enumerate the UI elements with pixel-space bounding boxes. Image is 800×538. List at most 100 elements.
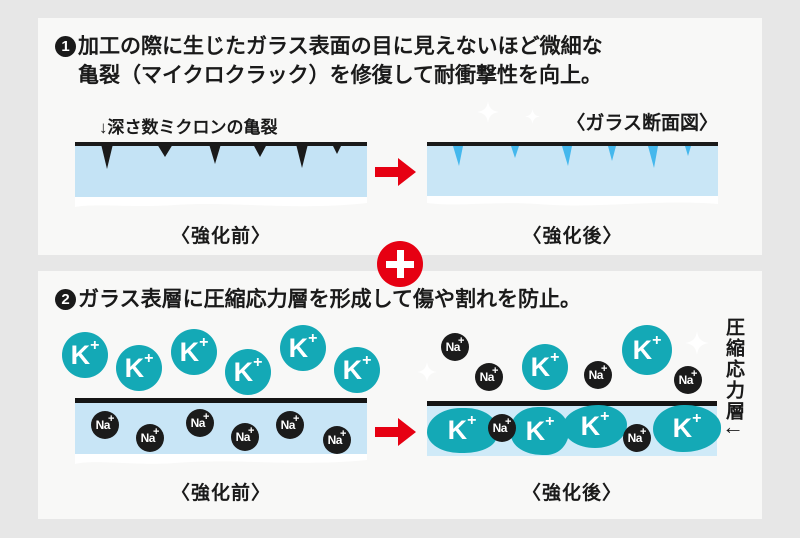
caption-after-bottom: 〈強化後〉	[521, 483, 622, 504]
plus-sign: +	[652, 332, 662, 349]
top-heading-line2: 亀裂（マイクロクラック）を修復して耐衝撃性を向上。	[78, 64, 602, 87]
k-ion-embedded: K+	[653, 404, 721, 452]
plus-sign: +	[247, 424, 255, 437]
k-ion: K+	[280, 325, 326, 371]
k-ion: K+	[171, 329, 217, 375]
slab-bottom-wave	[75, 454, 367, 464]
na-ion: Na+	[441, 333, 469, 361]
na-symbol: Na	[327, 433, 343, 447]
step-1-badge: 1	[55, 36, 76, 57]
k-symbol: K	[530, 351, 551, 382]
plus-sign: +	[202, 410, 210, 423]
k-symbol: K	[632, 334, 653, 365]
na-ion: Na+	[475, 363, 503, 391]
k-ion: K+	[225, 349, 271, 395]
slab-bottom-wave	[75, 197, 367, 207]
na-ion: Na+	[186, 409, 214, 437]
plus-sign: +	[491, 364, 499, 377]
crack-depth-label: ↓深さ数ミクロンの亀裂	[99, 118, 278, 137]
plus-sign: +	[199, 334, 209, 351]
na-symbol: Na	[235, 430, 251, 444]
k-symbol: K	[525, 415, 546, 446]
sparkle-icon	[525, 109, 540, 124]
na-symbol: Na	[678, 373, 694, 387]
na-symbol: Na	[492, 421, 508, 435]
plus-sign: +	[550, 349, 560, 366]
plus-sign: +	[292, 412, 300, 425]
na-symbol: Na	[140, 431, 156, 445]
bottom-heading-text: ガラス表層に圧縮応力層を形成して傷や割れを防止。	[78, 288, 581, 311]
plus-sign: +	[90, 337, 100, 354]
top-heading-text: 加工の際に生じたガラス表面の目に見えないほど微細な 亀裂（マイクロクラック）を修…	[78, 32, 603, 90]
glass-slab-after-cracks	[427, 142, 718, 206]
plus-sign: +	[545, 413, 555, 430]
slab-bottom-wave	[427, 196, 718, 206]
caption-after-top: 〈強化後〉	[522, 226, 623, 247]
k-ion: K+	[622, 325, 672, 375]
plus-sign: +	[600, 408, 610, 425]
k-symbol: K	[233, 356, 254, 387]
plus-sign: +	[152, 425, 160, 438]
bottom-heading: 2 ガラス表層に圧縮応力層を形成して傷や割れを防止。	[55, 285, 581, 314]
na-ion: Na+	[488, 414, 516, 442]
plus-icon	[377, 241, 423, 287]
plus-sign: +	[362, 352, 372, 369]
plus-sign: +	[639, 425, 647, 438]
na-symbol: Na	[588, 368, 604, 382]
k-symbol: K	[179, 336, 200, 367]
na-symbol: Na	[190, 416, 206, 430]
left-arrow-icon: ←	[722, 414, 744, 439]
k-ion: K+	[522, 344, 568, 390]
k-ion-embedded: K+	[563, 404, 627, 448]
k-symbol: K	[447, 414, 468, 445]
k-symbol: K	[70, 339, 91, 370]
na-symbol: Na	[445, 340, 461, 354]
caption-before-bottom: 〈強化前〉	[170, 483, 271, 504]
k-ion: K+	[116, 345, 162, 391]
na-ion: Na+	[623, 424, 651, 452]
plus-sign: +	[308, 330, 318, 347]
crack-notches	[75, 142, 367, 169]
plus-sign: +	[144, 350, 154, 367]
top-heading: 1 加工の際に生じたガラス表面の目に見えないほど微細な 亀裂（マイクロクラック）…	[55, 32, 603, 90]
na-symbol: Na	[627, 431, 643, 445]
k-symbol: K	[580, 410, 601, 441]
plus-sign: +	[339, 427, 347, 440]
glass-slab-before-ions	[75, 398, 367, 464]
arrow-right-icon	[375, 418, 416, 446]
arrow-right-icon	[375, 158, 416, 186]
k-symbol: K	[124, 352, 145, 383]
k-ion: K+	[62, 332, 108, 378]
sparkle-icon	[417, 362, 437, 382]
na-symbol: Na	[95, 418, 111, 432]
plus-sign: +	[467, 412, 477, 429]
k-ion: K+	[334, 347, 380, 393]
caption-before-top: 〈強化前〉	[170, 226, 271, 247]
sparkle-icon	[685, 331, 709, 355]
healed-crack-marks	[427, 142, 718, 168]
plus-sign: +	[692, 410, 702, 427]
sparkle-icon	[477, 101, 499, 123]
k-ion-embedded: K+	[427, 407, 497, 453]
plus-sign: +	[253, 354, 263, 371]
ion-layer: K+K+K+K+K+K+Na+Na+Na+Na+Na+Na+Na+Na+Na+N…	[38, 271, 762, 519]
na-ion: Na+	[136, 424, 164, 452]
k-symbol: K	[342, 354, 363, 385]
na-ion: Na+	[323, 426, 351, 454]
top-heading-line1: 加工の際に生じたガラス表面の目に見えないほど微細な	[78, 35, 603, 58]
k-ion-embedded: K+	[511, 407, 569, 455]
plus-sign: +	[600, 362, 608, 375]
glass-slab-before-cracks	[75, 142, 367, 207]
panel-microcrack-repair: 1 加工の際に生じたガラス表面の目に見えないほど微細な 亀裂（マイクロクラック）…	[38, 18, 762, 255]
panel-compression-layer: 2 ガラス表層に圧縮応力層を形成して傷や割れを防止。 〈強化前〉 〈強化後〉 圧…	[38, 271, 762, 519]
k-symbol: K	[672, 412, 693, 443]
plus-sign: +	[690, 367, 698, 380]
k-symbol: K	[288, 332, 309, 363]
step-2-badge: 2	[55, 289, 76, 310]
na-ion: Na+	[276, 411, 304, 439]
na-symbol: Na	[479, 370, 495, 384]
na-symbol: Na	[280, 418, 296, 432]
compression-layer-label: 圧縮応力層	[723, 317, 744, 422]
cross-section-label: 〈ガラス断面図〉	[566, 113, 718, 134]
plus-sign: +	[504, 415, 512, 428]
